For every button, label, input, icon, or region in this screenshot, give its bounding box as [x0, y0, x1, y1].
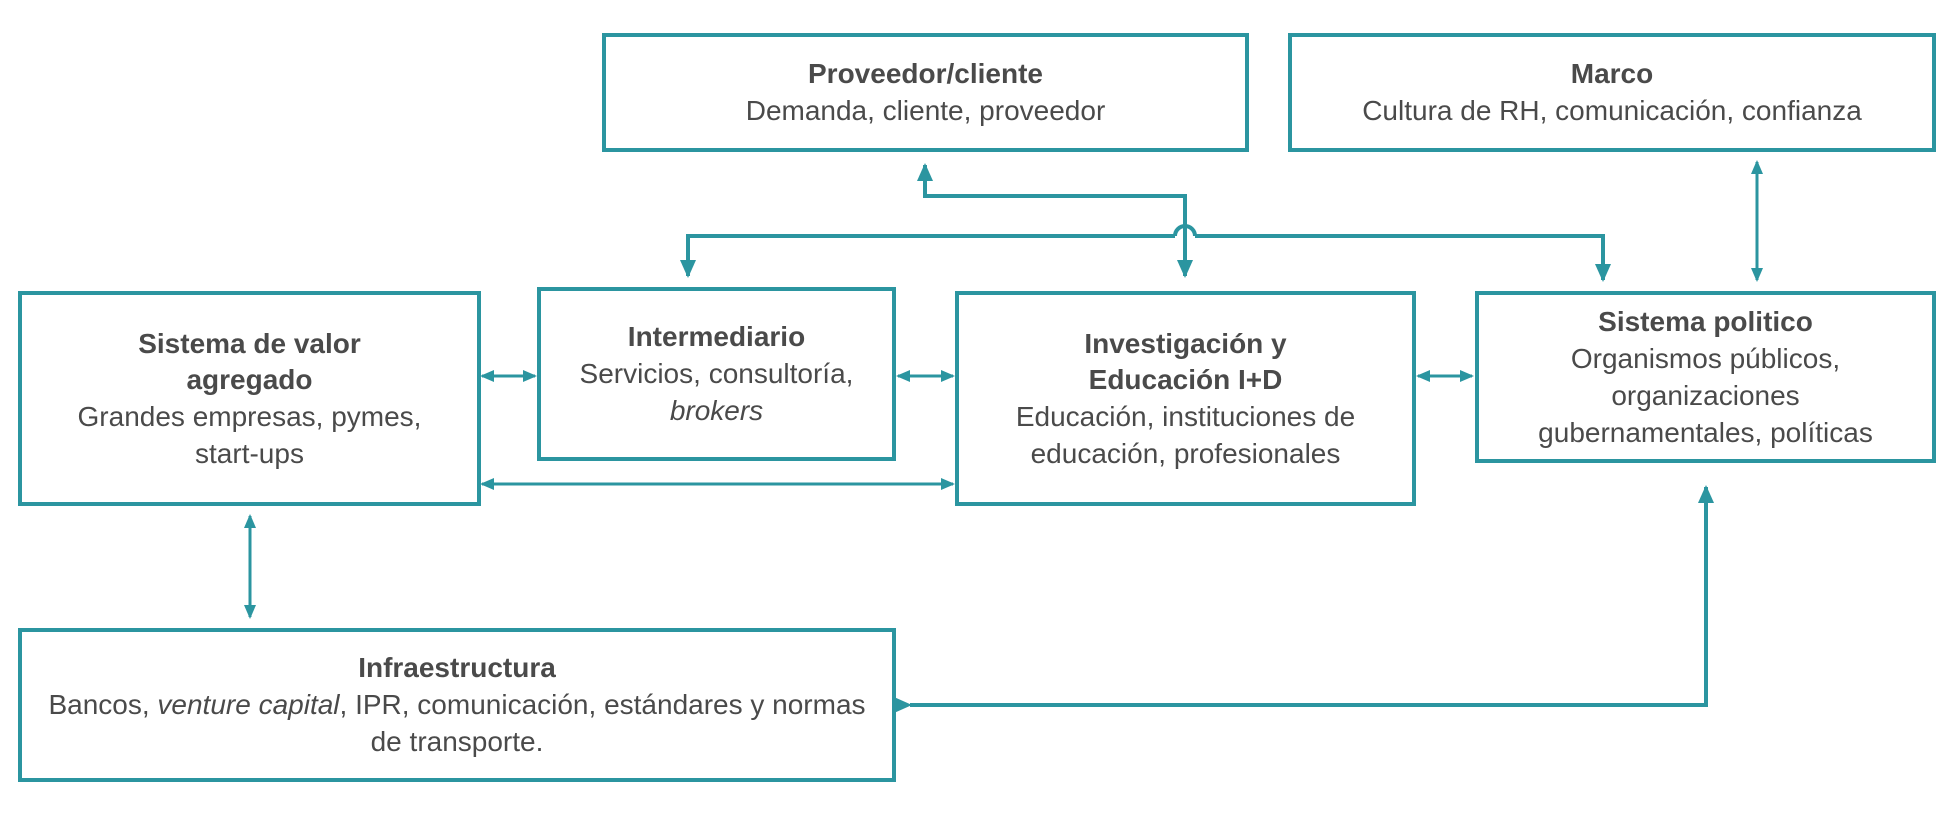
node-marco: Marco Cultura de RH, comunicación, confi… — [1288, 33, 1936, 152]
node-infraestructura: Infraestructura Bancos, venture capital,… — [18, 628, 896, 782]
node-title: Sistema de valor agregado — [138, 327, 361, 395]
node-title: Investigación y Educación I+D — [1084, 327, 1287, 395]
node-desc: Cultura de RH, comunicación, confianza — [1362, 95, 1862, 126]
node-desc: Grandes empresas, pymes, start-ups — [77, 400, 422, 469]
node-sistema-politico: Sistema politico Organismos públicos, or… — [1475, 291, 1936, 463]
node-desc: Educación, instituciones de educación, p… — [1015, 400, 1356, 469]
node-proveedor: Proveedor/cliente Demanda, cliente, prov… — [602, 33, 1249, 152]
desc-text: Bancos, — [48, 689, 158, 720]
node-desc: Bancos, venture capital, IPR, comunicaci… — [42, 686, 872, 760]
node-desc: Demanda, cliente, proveedor — [745, 95, 1106, 126]
link-infraestructura-sistema-politico — [894, 485, 1714, 713]
node-title: Sistema politico — [1598, 305, 1813, 337]
node-sistema-valor: Sistema de valor agregado Grandes empres… — [18, 291, 481, 506]
link-hop — [1173, 224, 1197, 237]
node-title: Marco — [1570, 58, 1654, 89]
desc-text: Servicios, consultoría, — [579, 358, 854, 389]
node-desc: Servicios, consultoría, brokers — [571, 355, 862, 429]
node-intermediario: Intermediario Servicios, consultoría, br… — [537, 287, 896, 461]
desc-italic: venture capital — [157, 689, 340, 720]
desc-italic: brokers — [669, 395, 764, 426]
node-desc: Organismos públicos, organizaciones gube… — [1538, 342, 1873, 448]
link-hub-sistema-politico — [1195, 234, 1611, 282]
link-investigacion-proveedor — [917, 163, 1187, 240]
node-title: Infraestructura — [358, 652, 556, 683]
node-title: Intermediario — [627, 321, 806, 352]
desc-text: , IPR, comunicación, estándares y normas… — [339, 689, 866, 757]
node-investigacion: Investigación y Educación I+D Educación,… — [955, 291, 1416, 506]
link-hub-intermediario — [680, 234, 1175, 278]
node-title: Proveedor/cliente — [808, 58, 1043, 89]
